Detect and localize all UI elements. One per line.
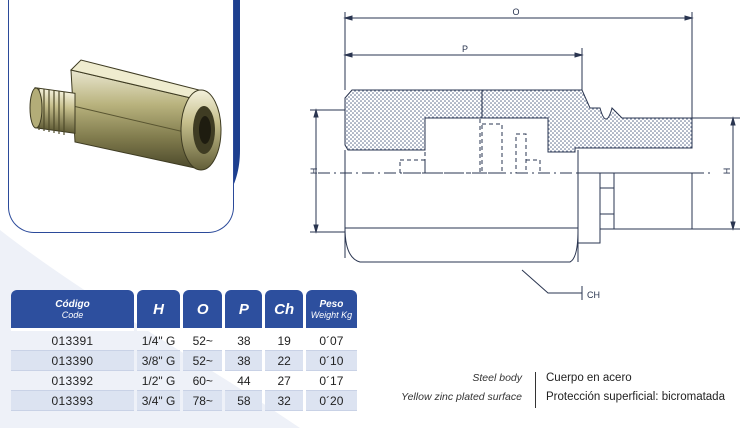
header-code: Código Code [11,290,134,331]
note-surface-en: Yellow zinc plated surface [401,391,522,403]
note-body-en: Steel body [472,372,522,384]
note-surface-es: Protección superficial: bicromatada [546,391,725,403]
cell-o: 78~ [183,391,223,411]
dimension-ch-label: CH [587,290,600,300]
cell-weight: 0´17 [305,371,357,391]
cell-o: 52~ [183,351,223,371]
cell-h: 3/4" G [136,391,181,411]
notes-divider [535,372,536,408]
cell-p: 44 [225,371,263,391]
table-row: 013391 1/4" G 52~ 38 19 0´07 [11,331,357,351]
product-photo-frame [8,0,234,233]
cell-weight: 0´20 [305,391,357,411]
material-notes: Steel body Cuerpo en acero Yellow zinc p… [380,370,740,410]
header-weight: Peso Weight Kg [305,290,357,331]
spec-table: Código Code H O P Ch Peso Weight Kg 0133… [8,290,360,411]
note-row-body: Steel body Cuerpo en acero [380,372,740,390]
cell-p: 58 [225,391,263,411]
header-ch: Ch [265,290,303,331]
cell-code: 013391 [11,331,134,351]
cell-h: 1/2" G [136,371,181,391]
cell-ch: 22 [265,351,303,371]
header-h: H [136,290,181,331]
cell-o: 52~ [183,331,223,351]
cell-code: 013390 [11,351,134,371]
dimension-o-label: O [512,7,519,17]
header-p: P [225,290,263,331]
cell-ch: 19 [265,331,303,351]
dimension-h-right-label: H [722,168,732,175]
dimension-p-label: P [462,44,468,54]
table-row: 013393 3/4" G 78~ 58 32 0´20 [11,391,357,411]
cell-ch: 27 [265,371,303,391]
cell-code: 013392 [11,371,134,391]
cell-o: 60~ [183,371,223,391]
cell-p: 38 [225,331,263,351]
note-body-es: Cuerpo en acero [546,372,632,384]
table-row: 013392 1/2" G 60~ 44 27 0´17 [11,371,357,391]
technical-drawing: O P H H CH [309,7,740,300]
cell-p: 38 [225,351,263,371]
cell-h: 3/8" G [136,351,181,371]
table-header-row: Código Code H O P Ch Peso Weight Kg [11,290,357,331]
dimension-h-left-label: H [309,168,319,175]
cell-code: 013393 [11,391,134,411]
product-photo [29,59,222,171]
header-o: O [183,290,223,331]
cell-h: 1/4" G [136,331,181,351]
cell-weight: 0´07 [305,331,357,351]
note-row-surface: Yellow zinc plated surface Protección su… [380,391,740,409]
cell-weight: 0´10 [305,351,357,371]
table-row: 013390 3/8" G 52~ 38 22 0´10 [11,351,357,371]
cell-ch: 32 [265,391,303,411]
